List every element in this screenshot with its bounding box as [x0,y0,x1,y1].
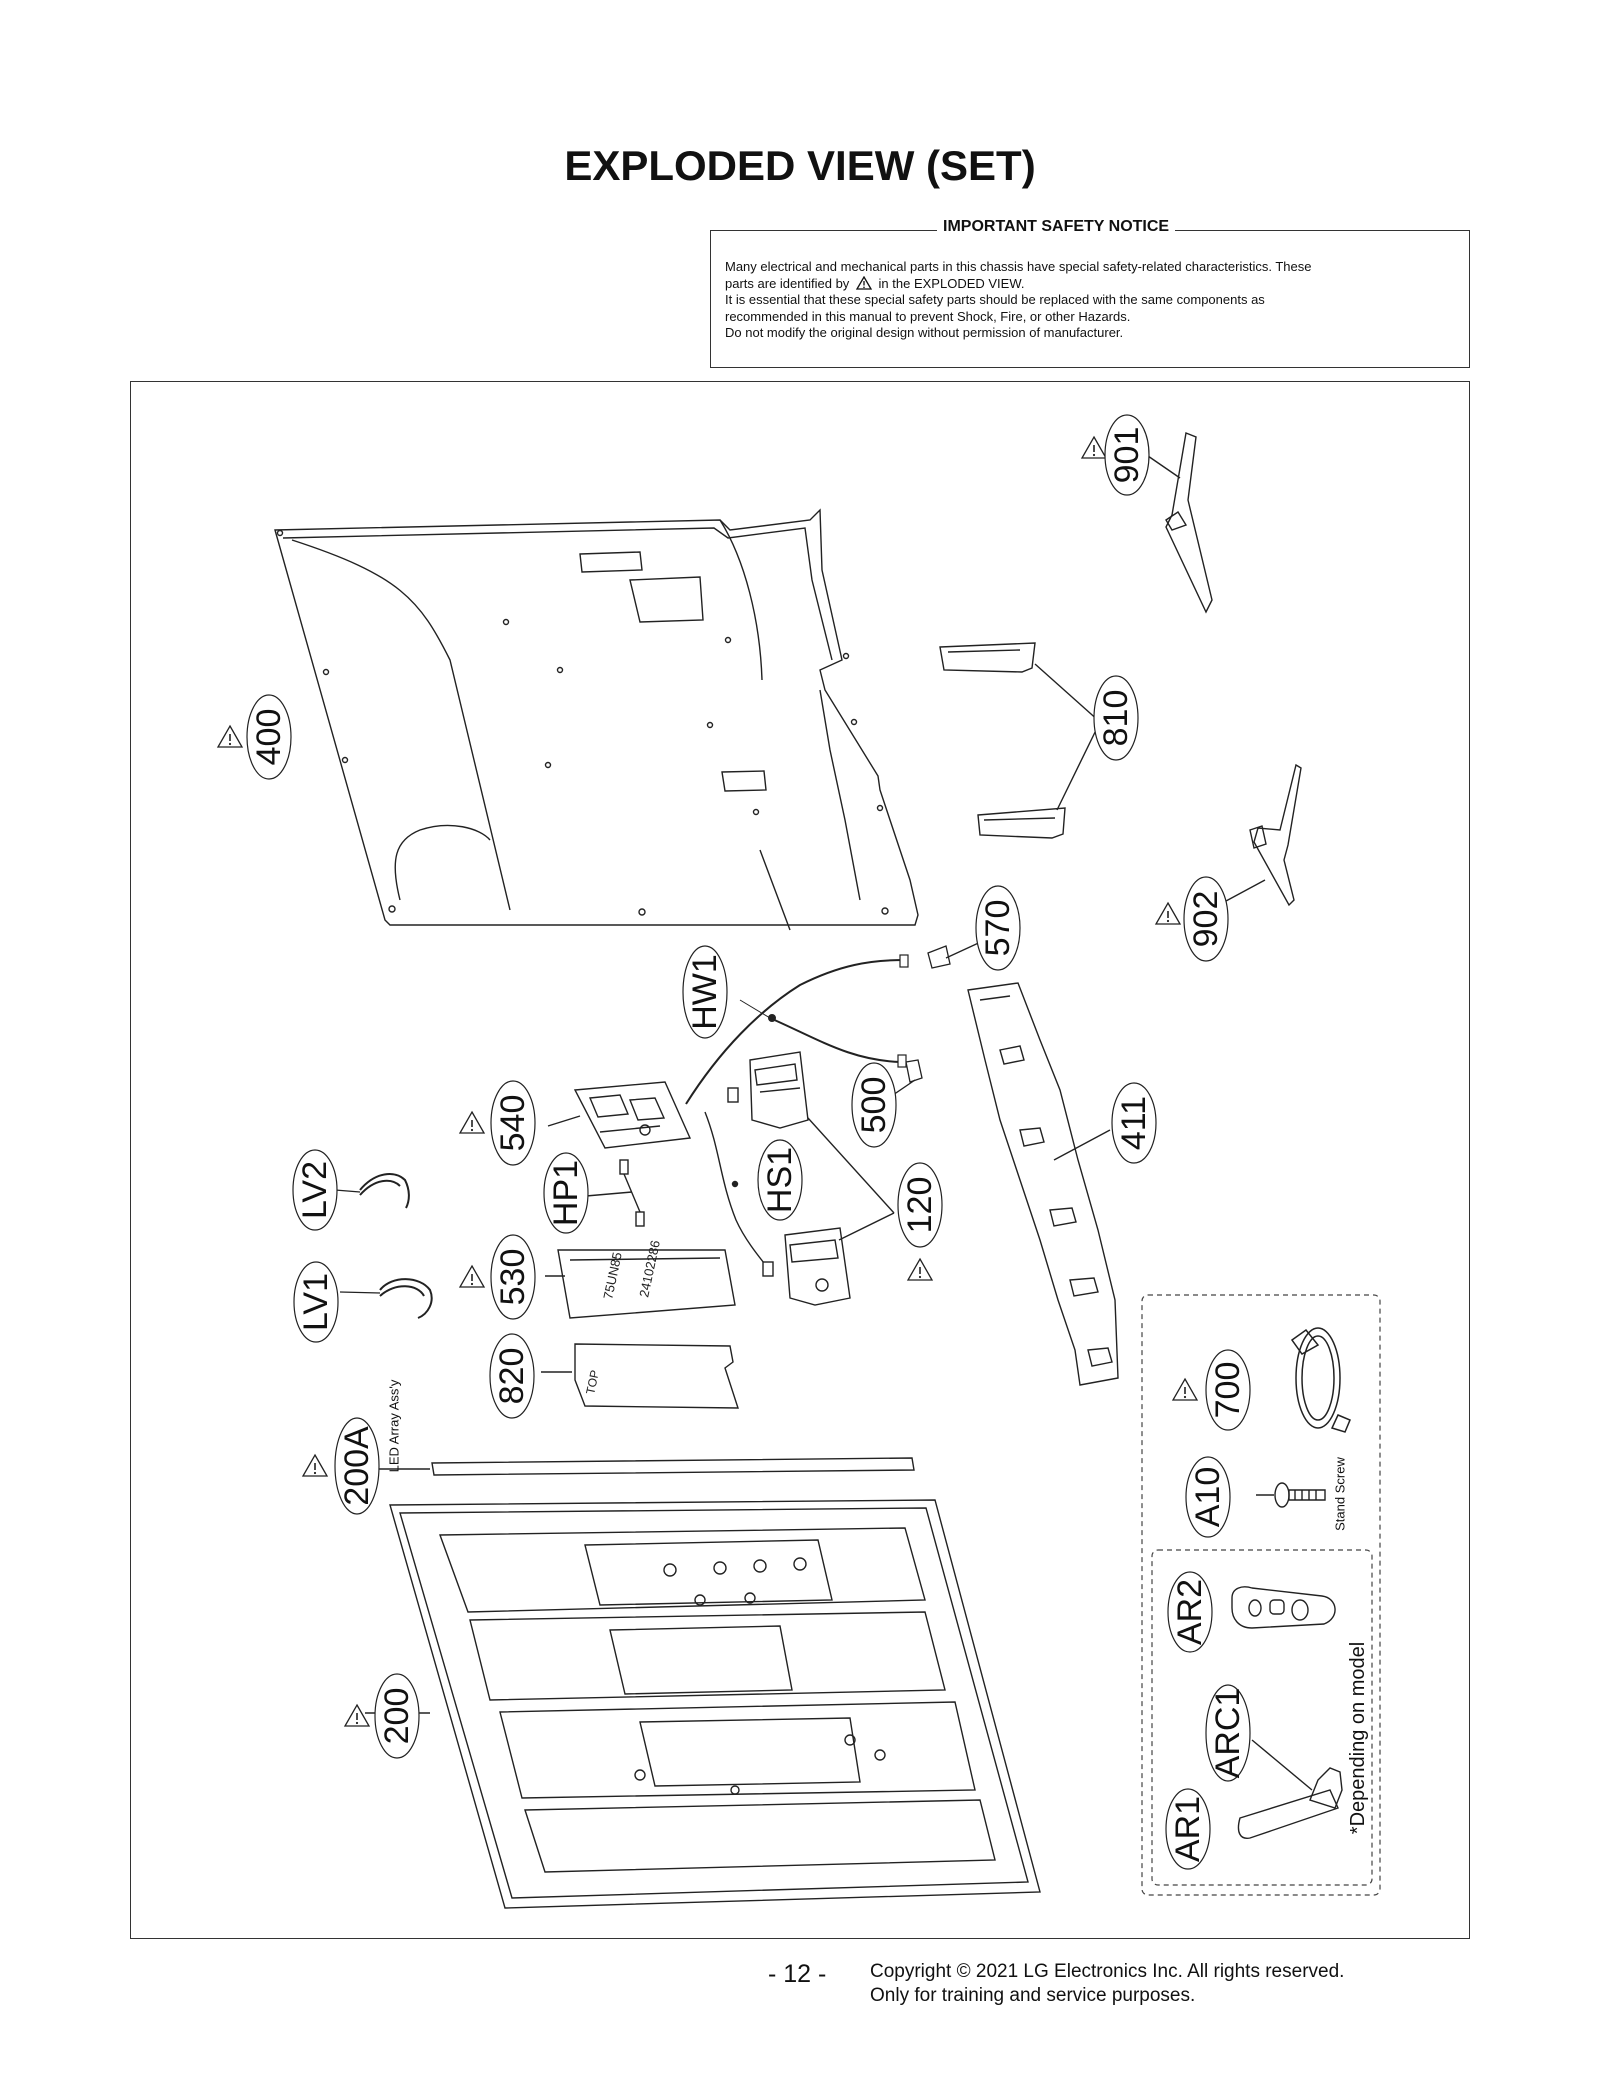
label-ar2: AR2 [1171,1579,1209,1645]
warning-triangle-icon [855,275,873,290]
stand-brackets-part [939,642,1101,839]
label-lv2: LV2 [296,1161,334,1219]
safety-notice-box: IMPORTANT SAFETY NOTICE Many electrical … [710,218,1470,368]
page-number: - 12 - [768,1960,827,1988]
notice-line-4: recommended in this manual to prevent Sh… [725,308,1131,324]
label-570: 570 [979,900,1017,957]
back-cover-part [274,508,919,931]
lvds-cables-part [334,1173,433,1319]
label-200: 200 [378,1688,416,1745]
stand-left-part [1147,432,1213,614]
depending-on-model-annotation: *Depending on model [1347,1642,1369,1834]
accessory-box [1141,1294,1381,1896]
notice-line-1: Many electrical and mechanical parts in … [725,259,1312,274]
wire-harness-hw1 [685,954,909,1105]
power-board-part: 75UN85 24102286 [545,1239,736,1319]
label-540: 540 [494,1095,532,1152]
label-hs1: HS1 [761,1147,799,1213]
label-400: 400 [250,709,288,766]
copyright-block: Copyright © 2021 LG Electronics Inc. All… [870,1960,1344,2008]
label-901: 901 [1108,427,1146,484]
label-arc1: ARC1 [1209,1688,1247,1779]
main-board-part [547,1081,692,1149]
side-bracket-part [967,982,1119,1386]
notice-line-5: Do not modify the original design withou… [725,325,1124,340]
safety-notice-body: Many electrical and mechanical parts in … [725,259,1455,342]
speakers-part [704,1051,895,1306]
label-700: 700 [1209,1362,1247,1419]
notice-line-3: It is essential that these special safet… [725,292,1265,307]
page-title: EXPLODED VIEW (SET) [564,142,1036,189]
label-120: 120 [901,1177,939,1234]
sheet-text-top: TOP [583,1369,602,1396]
training-text: Only for training and service purposes. [870,1985,1196,2006]
stand-screw-annotation: Stand Screw [1333,1457,1348,1531]
notice-line-2b: in the EXPLODED VIEW. [878,275,1025,291]
part-labels: 901 400 810 902 570 HW1 500 411 540 LV2 … [217,414,1251,1870]
stand-screw-part [1256,1482,1326,1508]
insulator-sheet-part: TOP [541,1343,739,1409]
stand-right-part [1225,763,1302,907]
label-820: 820 [493,1348,531,1405]
board-text-2: 24102286 [636,1239,663,1299]
board-text-1: 75UN85 [600,1251,625,1301]
diagram-frame [130,381,1470,1939]
label-411: 411 [1115,1096,1153,1150]
label-a10: A10 [1189,1467,1227,1528]
safety-notice-title: IMPORTANT SAFETY NOTICE [937,218,1176,236]
notice-line-2a: parts are identified by [725,275,850,291]
label-810: 810 [1097,690,1135,747]
label-lv1: LV1 [297,1273,335,1331]
led-array-part [375,1457,915,1476]
label-500: 500 [855,1077,893,1134]
power-cord-part [1290,1327,1351,1433]
label-ar1: AR1 [1169,1796,1207,1862]
cable-hp1-part [585,1159,645,1227]
label-200a: 200A [338,1426,376,1506]
label-hp1: HP1 [547,1160,585,1226]
remote-ar2-part [1231,1586,1336,1629]
led-array-annotation: LED Array Ass'y [387,1379,402,1472]
panel-frame-part [365,1499,1041,1909]
label-530: 530 [494,1249,532,1306]
copyright-text: Copyright © 2021 LG Electronics Inc. All… [870,1961,1345,1982]
notice-line-2: parts are identified by in the EXPLODED … [725,275,1455,293]
remote-ar1-part [1237,1739,1343,1839]
label-902: 902 [1187,891,1225,948]
label-hw1: HW1 [686,954,724,1030]
